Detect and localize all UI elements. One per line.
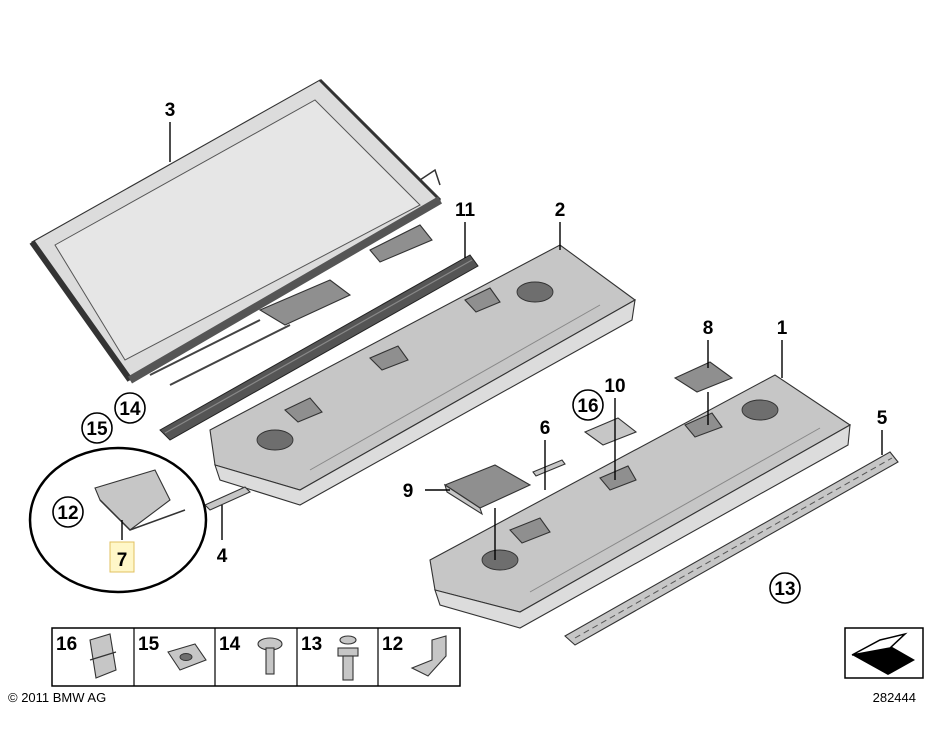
part-9-cover [443,464,532,516]
part-11-seal-strip [159,254,479,441]
fastener-strip: 16 15 14 13 12 [51,627,461,687]
callout-1: 1 [777,318,788,339]
fastener-14-label: 14 [219,634,241,655]
part-2-rear-shelf [209,244,637,506]
detail-circle [28,446,208,594]
callout-16: 16 [577,396,598,417]
fastener-12-label: 12 [382,634,403,655]
drawing-number: 282444 [873,690,916,705]
nut-clip-15-icon [167,643,207,671]
bracket-12-icon [410,635,447,677]
callout-14: 14 [119,399,141,420]
part-3-roller-blind [29,78,443,386]
fastener-15-label: 15 [138,634,160,655]
callout-10: 10 [604,376,625,397]
rivet-13-icon [337,635,359,681]
leader-lines [121,122,883,560]
part-6-strip [532,459,566,477]
fastener-13-label: 13 [301,634,322,655]
screw-14-icon [257,637,283,675]
callout-7: 7 [117,550,128,571]
part-4-clip [204,486,251,511]
part-1-rear-shelf [429,374,852,629]
callout-8: 8 [703,318,714,339]
callout-3: 3 [165,100,176,121]
callout-11: 11 [455,200,476,221]
part-5-trim-strip [564,451,899,646]
callout-9: 9 [403,481,414,502]
callout-5: 5 [877,408,888,429]
callout-labels: 3 11 2 8 1 10 6 9 5 4 14 15 16 12 13 7 [52,100,888,604]
part-10-cover [583,417,638,446]
orientation-symbol-icon [844,627,924,679]
callout-13: 13 [774,579,795,600]
callout-4: 4 [217,546,228,567]
clip-16-icon [89,633,117,679]
callout-6: 6 [540,418,551,439]
callout-12: 12 [57,503,78,524]
fastener-16-label: 16 [56,634,77,655]
callout-15: 15 [86,419,108,440]
callout-2: 2 [555,200,566,221]
copyright-text: © 2011 BMW AG [8,690,106,705]
part-8-cover [673,361,734,393]
